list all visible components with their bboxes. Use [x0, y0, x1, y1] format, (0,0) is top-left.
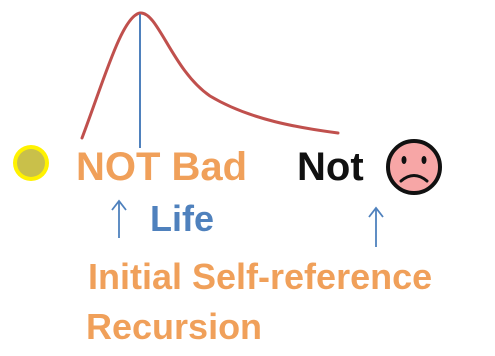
- up-arrow-icon: [111, 199, 127, 238]
- recursion-label: Recursion: [86, 306, 263, 347]
- peak-curve: [80, 11, 340, 140]
- life-label: Life: [150, 198, 215, 239]
- yellow-dot-icon: [13, 145, 49, 181]
- not-bad-label: NOT Bad: [76, 145, 248, 189]
- up-arrow-icon: [368, 206, 384, 247]
- not-label: Not: [297, 145, 364, 189]
- initial-self-reference-label: Initial Self-reference: [88, 256, 433, 297]
- sad-face-icon: [386, 139, 442, 195]
